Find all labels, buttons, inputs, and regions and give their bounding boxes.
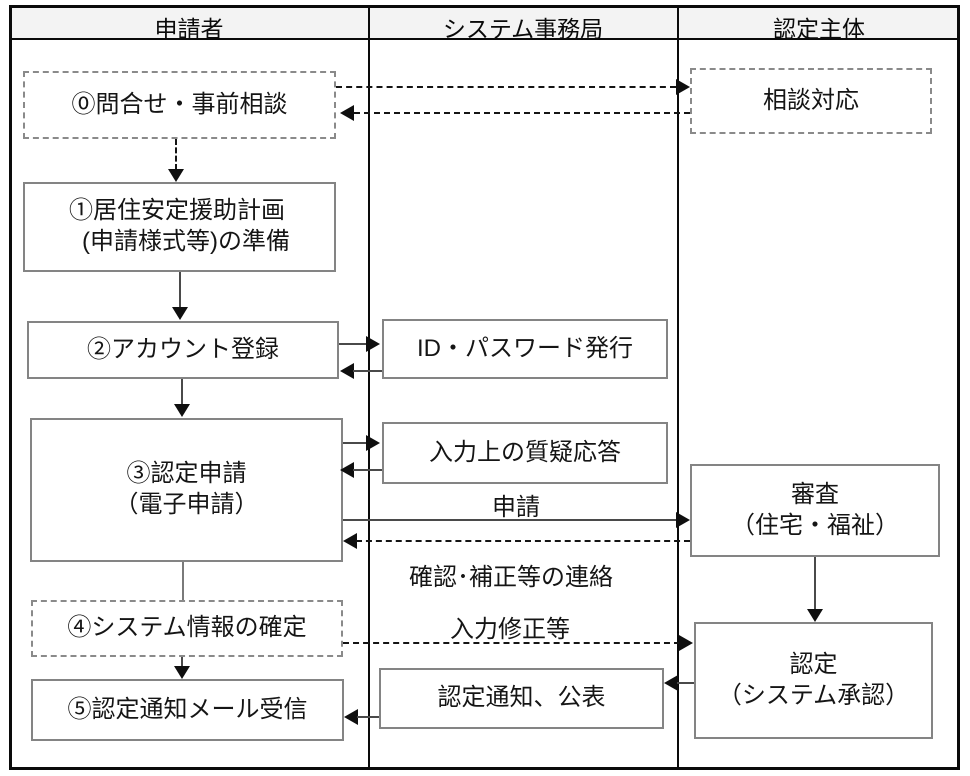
arrow-inquiry-to-plan-head — [168, 169, 184, 182]
lane-header-applicant: 申請者 — [154, 16, 224, 42]
apply-label: 申請 — [492, 494, 540, 521]
arrow-plan-to-account-line — [179, 272, 181, 307]
lane-divider-2 — [677, 5, 679, 770]
qa-box: 入力上の質疑応答 — [382, 422, 668, 484]
arrow-confirm-line — [356, 540, 690, 542]
header-separator-line — [9, 38, 960, 40]
fix-label: 入力修正等 — [450, 616, 570, 643]
arrow-system-info-to-mail-line — [181, 657, 183, 667]
step1-plan-label-line1: ①居住安定援助計画 — [69, 197, 285, 225]
step4-system-info-label: ④システム情報の確定 — [67, 614, 307, 642]
step0-inquiry-box: ⓪問合せ・事前相談 — [23, 71, 336, 139]
header-band — [12, 8, 957, 38]
lane-header-system-office: システム事務局 — [442, 16, 604, 42]
step3-application-label-line1: ③認定申請 — [126, 460, 247, 488]
step5-mail-receive-label: ⑤認定通知メール受信 — [67, 695, 308, 723]
qa-label: 入力上の質疑応答 — [429, 438, 621, 466]
arrow-account-to-id-head — [366, 336, 380, 352]
arrow-review-to-approval-head — [807, 609, 823, 622]
confirm-label: 確認･補正等の連絡 — [409, 564, 613, 591]
id-password-box: ID・パスワード発行 — [382, 319, 668, 379]
arrow-consult-to-inquiry-head — [340, 105, 354, 121]
arrow-account-to-id-line — [339, 343, 367, 345]
step0-inquiry-label: ⓪問合せ・事前相談 — [71, 90, 288, 118]
lane-divider-1 — [368, 5, 370, 770]
arrow-apply-line — [343, 519, 677, 521]
review-label-line1: 審査 — [791, 480, 839, 508]
arrow-inquiry-to-plan-line — [175, 139, 177, 170]
arrow-id-to-account-line — [353, 370, 382, 372]
consult-label: 相談対応 — [763, 86, 859, 114]
arrow-application-to-qa-line — [343, 442, 367, 444]
lane-header-certifier: 認定主体 — [773, 16, 865, 42]
step2-account-label: ②アカウント登録 — [87, 335, 279, 363]
arrow-inquiry-to-consult-line — [336, 86, 676, 88]
arrow-approval-to-notice-line — [677, 682, 694, 684]
arrow-confirm-head — [343, 533, 357, 549]
approval-label-line2: （システム承認） — [717, 681, 910, 709]
review-label-line2: （住宅・福祉） — [731, 511, 899, 539]
connector-application-to-system-info — [182, 562, 184, 600]
step1-plan-label-line2: (申請様式等)の準備 — [82, 228, 290, 255]
arrow-fix-head — [679, 635, 693, 651]
review-box: 審査 （住宅・福祉） — [690, 464, 940, 557]
arrow-account-to-application-head — [174, 404, 190, 417]
notice-publish-label: 認定通知、公表 — [437, 684, 606, 712]
arrow-system-info-to-mail-head — [174, 666, 190, 679]
step3-application-box: ③認定申請 （電子申請） — [30, 418, 343, 562]
arrow-approval-to-notice-head — [664, 675, 678, 691]
consult-box: 相談対応 — [690, 68, 932, 134]
step1-plan-box: ①居住安定援助計画 (申請様式等)の準備 — [23, 182, 336, 272]
arrow-inquiry-to-consult-head — [676, 79, 690, 95]
step3-application-label-line2: （電子申請） — [114, 491, 259, 518]
arrow-id-to-account-head — [340, 363, 354, 379]
arrow-plan-to-account-head — [172, 307, 188, 320]
arrow-qa-to-application-head — [340, 462, 354, 478]
step5-mail-receive-box: ⑤認定通知メール受信 — [31, 679, 344, 741]
step2-account-box: ②アカウント登録 — [27, 321, 339, 379]
notice-publish-box: 認定通知、公表 — [379, 668, 664, 729]
step4-system-info-box: ④システム情報の確定 — [31, 600, 343, 657]
arrow-qa-to-application-line — [353, 469, 382, 471]
arrow-fix-line — [343, 642, 680, 644]
arrow-apply-head — [676, 512, 690, 528]
approval-box: 認定 （システム承認） — [694, 622, 933, 739]
approval-label-line1: 認定 — [789, 650, 838, 678]
arrow-notice-to-mail-head — [344, 709, 358, 725]
arrow-application-to-qa-head — [366, 435, 380, 451]
arrow-consult-to-inquiry-line — [354, 112, 690, 114]
id-password-label: ID・パスワード発行 — [417, 334, 633, 362]
arrow-review-to-approval-line — [814, 557, 816, 610]
arrow-notice-to-mail-line — [357, 716, 379, 718]
arrow-account-to-application-line — [181, 379, 183, 405]
